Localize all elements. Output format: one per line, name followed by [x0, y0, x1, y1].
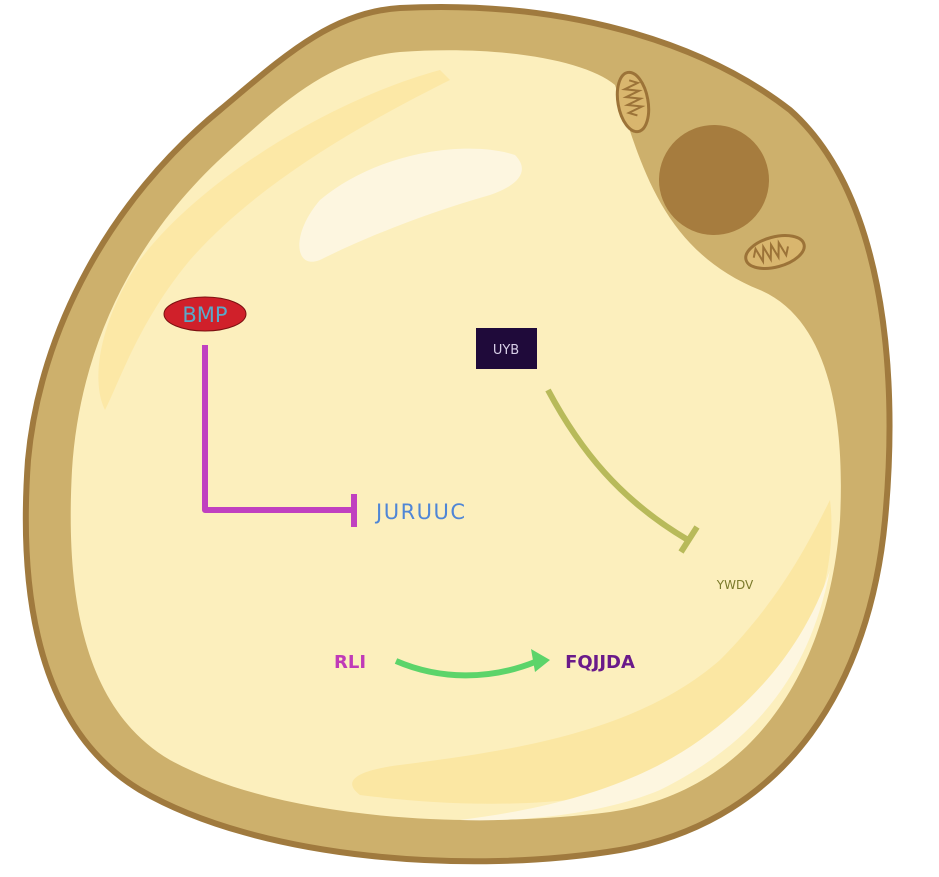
mitochondrion-bottom — [744, 234, 806, 270]
highlight-right-edge — [460, 570, 830, 821]
highlight-left — [98, 70, 450, 410]
node-ywdv-label[interactable]: YWDV — [716, 578, 754, 592]
node-bmp[interactable]: BMP — [163, 296, 247, 332]
highlight-top — [299, 148, 522, 262]
node-juruuc-label[interactable]: JURUUC — [374, 500, 467, 524]
edge-uyb-inhibits-ywdv — [545, 388, 700, 554]
edge-bmp-inhibits-juruuc — [202, 345, 357, 527]
node-uyb[interactable]: UYB — [476, 328, 537, 369]
node-uyb-label: UYB — [493, 343, 519, 358]
node-bmp-label: BMP — [182, 303, 227, 327]
cytoplasm — [70, 50, 841, 821]
node-rli-label[interactable]: RLI — [334, 652, 366, 673]
mitochondrion-top — [615, 70, 651, 134]
node-fqjjda-label[interactable]: FQJJDA — [565, 652, 635, 673]
nucleus — [659, 125, 769, 235]
edge-rli-activates-fqjjda — [394, 649, 550, 679]
node-bmp-shape — [163, 296, 247, 332]
highlight-right — [352, 500, 832, 804]
node-uyb-shape — [476, 328, 537, 369]
